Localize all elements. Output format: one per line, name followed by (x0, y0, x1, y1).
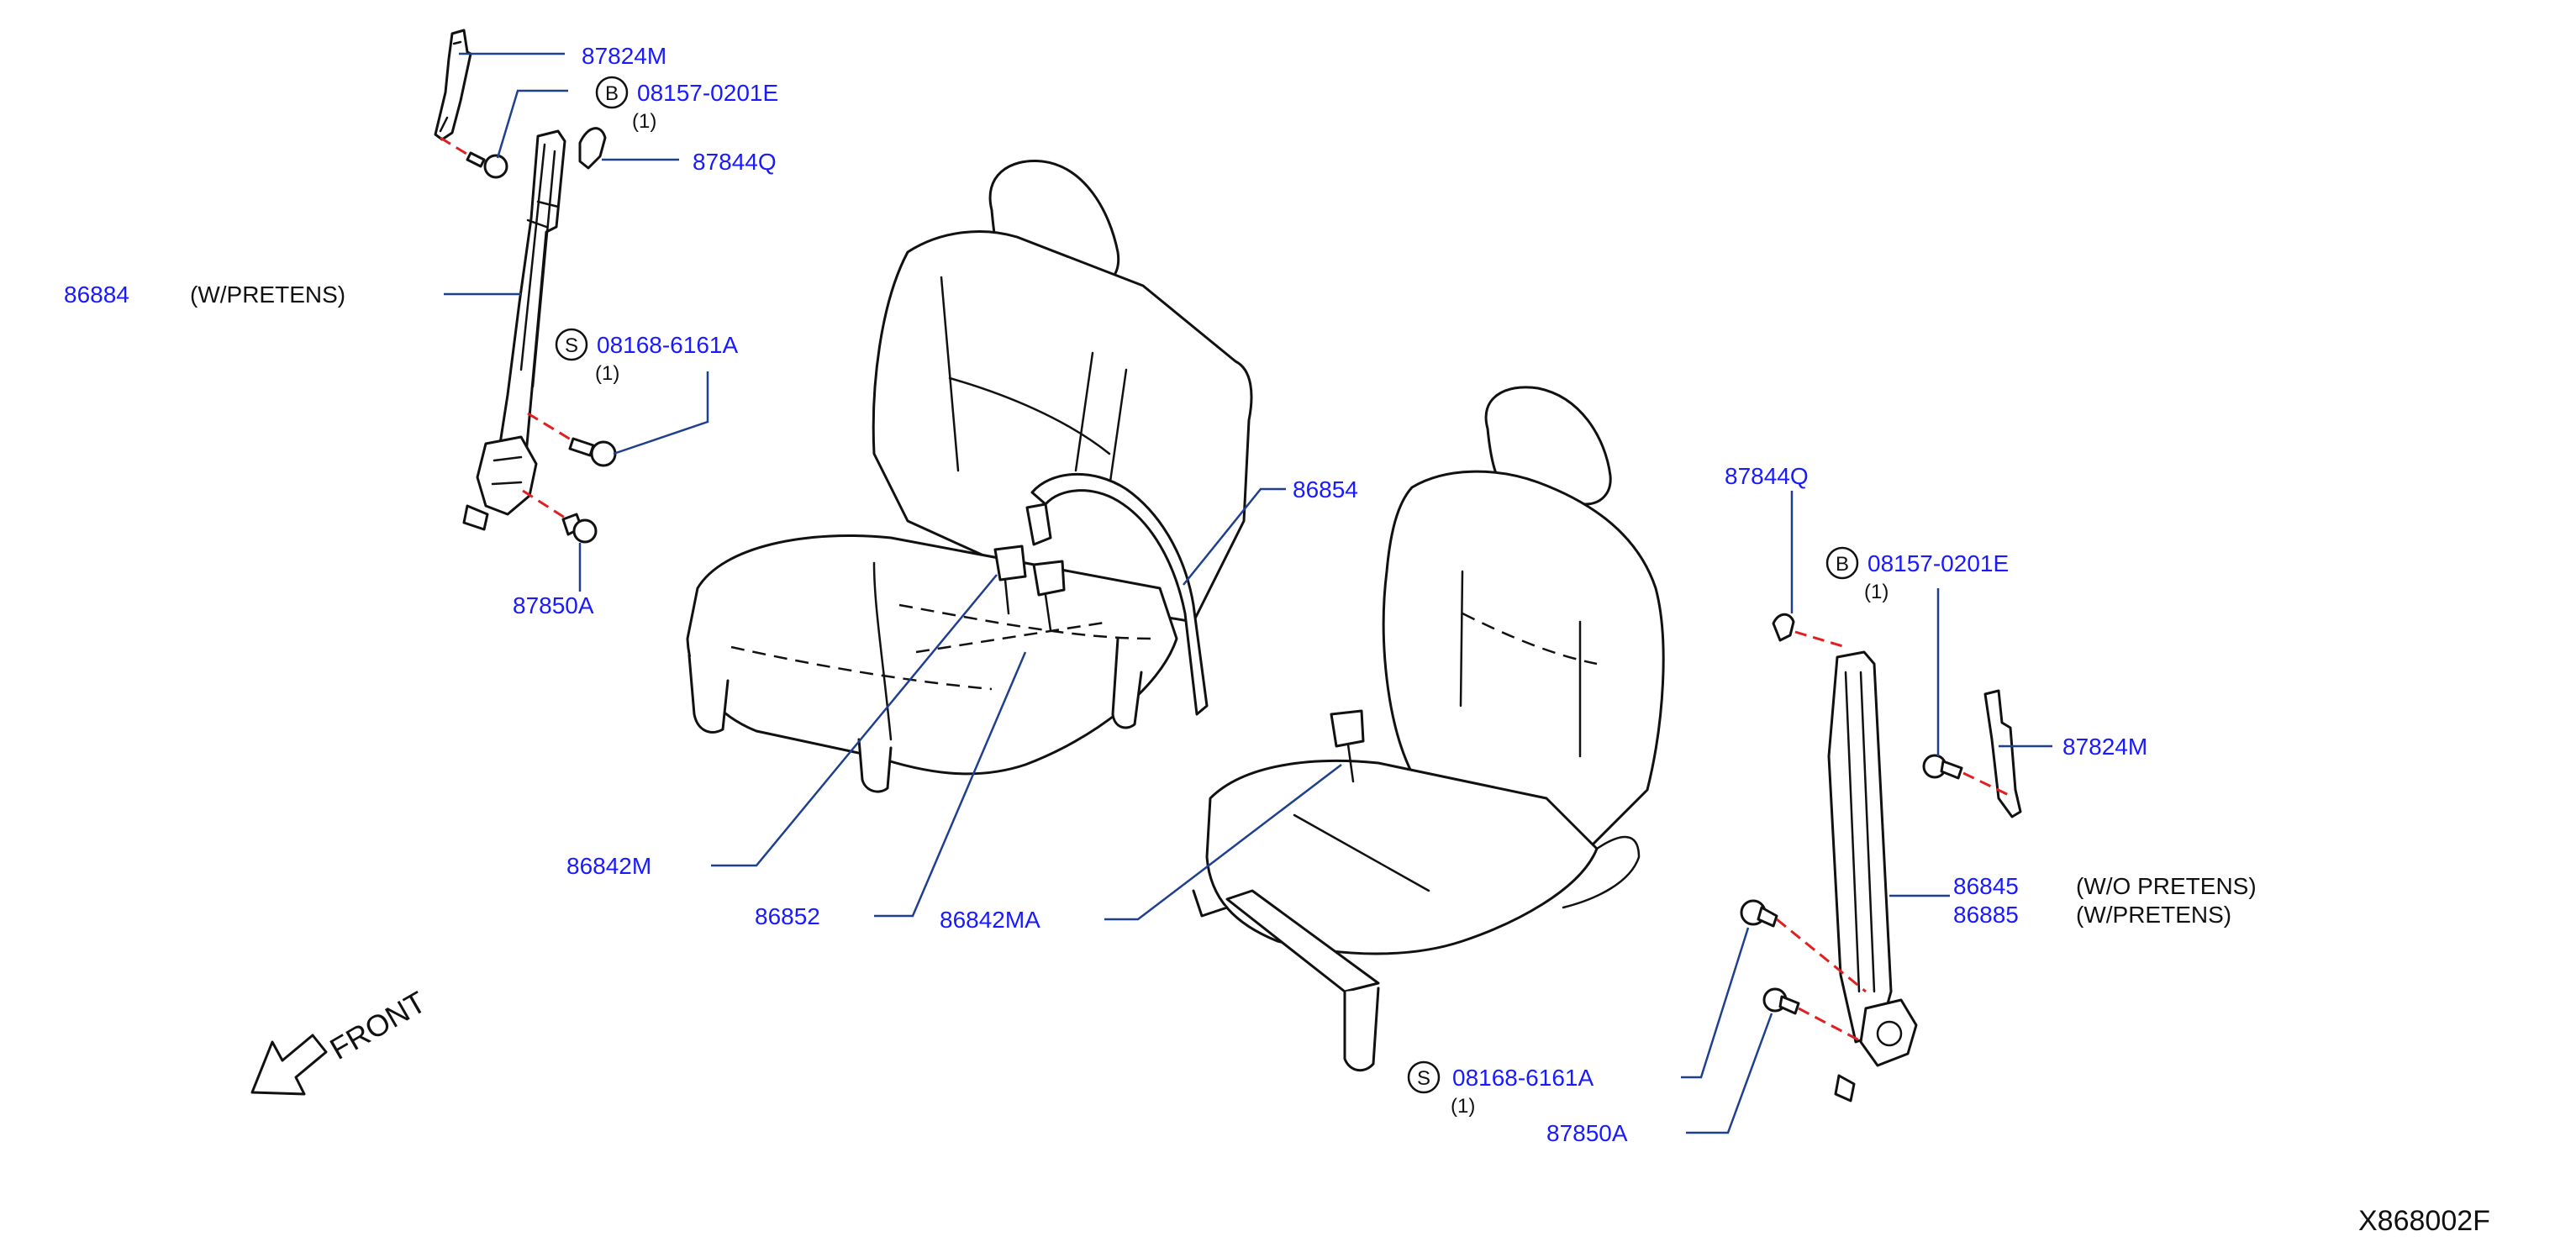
note-label-86845: (W/O PRETENS) (2076, 873, 2257, 899)
buckle-icon (1330, 709, 1365, 748)
qty-label-08157-right: (1) (1864, 581, 1889, 603)
buckle-icon (993, 545, 1027, 581)
part-label-86842ma: 86842MA (940, 907, 1040, 933)
svg-text:B: B (605, 82, 619, 105)
part-label-08157-0201e-right: 08157-0201E (1867, 550, 2009, 576)
bolt-icon (466, 151, 508, 179)
rear-seatbelt-assembly-left (434, 29, 617, 544)
screw-symbol-bottom: S (1407, 1060, 1441, 1094)
front-arrow-icon (250, 1034, 328, 1096)
bolt-icon (1922, 754, 1963, 780)
clip-icon (1772, 613, 1795, 642)
part-label-08168-6161a-bottom: 08168-6161A (1452, 1065, 1594, 1091)
part-label-87850a-top: 87850A (513, 592, 594, 618)
qty-label-08168-top: (1) (595, 362, 619, 385)
part-label-86842m: 86842M (566, 853, 651, 879)
part-label-87850a-bottom: 87850A (1546, 1120, 1628, 1146)
screw-icon (568, 437, 617, 467)
part-label-87824m-right: 87824M (2062, 734, 2147, 760)
front-seat-icon (1192, 386, 1665, 1072)
note-label-86884: (W/PRETENS) (190, 281, 345, 308)
bolt-symbol-right: B (1825, 546, 1859, 580)
center-seatbelt-icon (1030, 473, 1209, 716)
retractor-icon (1859, 998, 1918, 1067)
front-seatbelt-assembly-right (1740, 613, 2022, 1102)
part-label-87844q-right: 87844Q (1725, 463, 1809, 489)
retractor-icon (476, 435, 538, 516)
seatbelt-icon (1827, 650, 1893, 1044)
part-label-86845: 86845 (1953, 873, 2019, 899)
buckle-icon (1032, 560, 1066, 597)
part-label-86854: 86854 (1293, 476, 1358, 502)
part-label-86884: 86884 (64, 281, 129, 308)
bolt-icon (561, 513, 598, 544)
part-label-86852: 86852 (755, 903, 820, 929)
anchor-bracket-icon (1983, 689, 2022, 818)
svg-text:B: B (1836, 553, 1849, 576)
rear-seat-icon (686, 160, 1253, 793)
part-label-87824m-top: 87824M (582, 43, 666, 69)
part-label-87844q-top: 87844Q (693, 149, 777, 175)
front-label: FRONT (324, 984, 432, 1066)
part-label-86885: 86885 (1953, 902, 2019, 928)
part-label-08157-0201e-top: 08157-0201E (637, 80, 778, 106)
leader-lines (444, 52, 2052, 1134)
svg-text:S: S (1417, 1067, 1430, 1090)
screw-symbol-top: S (555, 328, 588, 361)
bolt-symbol-top: B (595, 76, 629, 109)
anchor-bracket-icon (434, 29, 472, 141)
note-label-86885: (W/PRETENS) (2076, 902, 2231, 928)
svg-text:S: S (565, 334, 578, 357)
clip-icon (578, 127, 607, 170)
screw-icon (1740, 899, 1778, 928)
qty-label-08157-top: (1) (632, 110, 656, 133)
part-label-08168-6161a-top: 08168-6161A (597, 332, 738, 358)
diagram-reference-code: X868002F (2358, 1205, 2490, 1237)
bolt-icon (1762, 987, 1800, 1015)
qty-label-08168-bottom: (1) (1451, 1095, 1475, 1118)
